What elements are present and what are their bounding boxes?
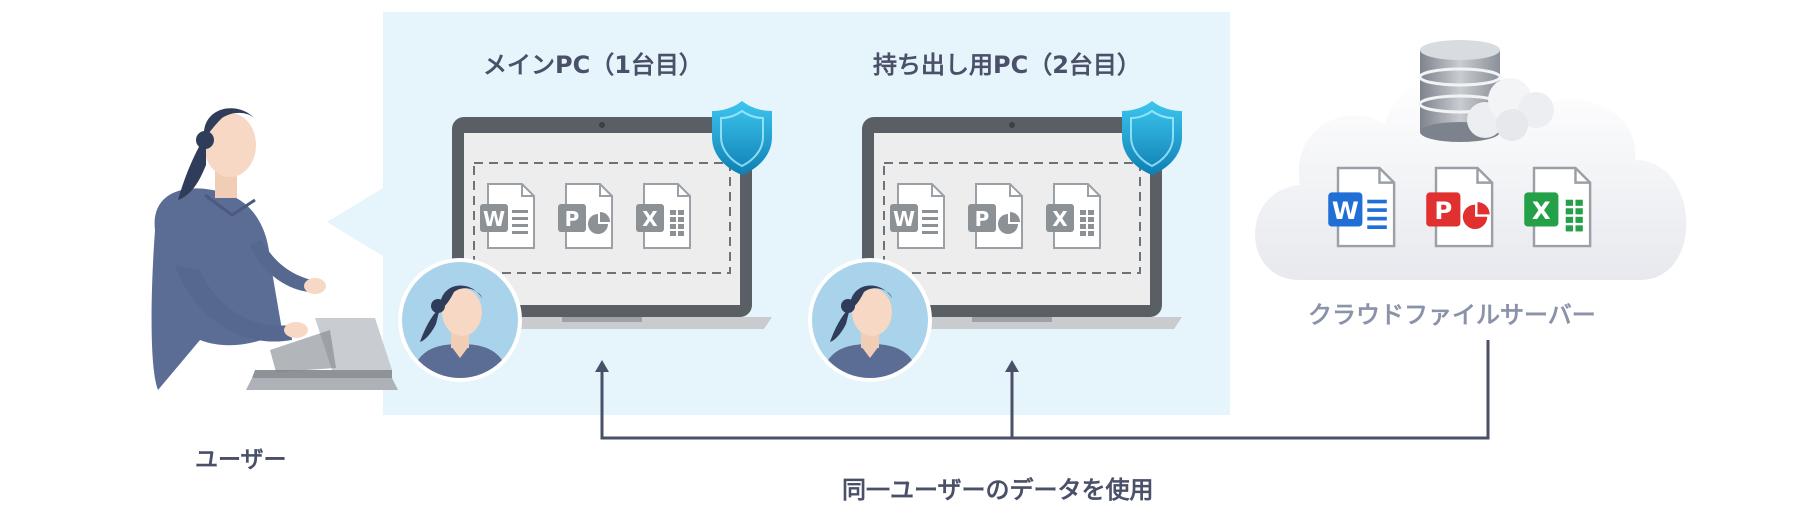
excel-file-icon: X <box>636 183 691 249</box>
file-letter: W <box>483 207 505 231</box>
word-file-icon: W <box>480 183 535 249</box>
connector-lines <box>600 340 1490 440</box>
cloud-label: クラウドファイルサーバー <box>1308 301 1596 329</box>
powerpoint-file-icon: P <box>968 183 1023 249</box>
file-letter: P <box>975 207 990 231</box>
portable-pc-user-avatar <box>810 260 930 382</box>
file-letter: P <box>565 207 580 231</box>
file-letter: W <box>893 207 915 231</box>
main-pc-user-avatar <box>400 260 520 382</box>
word-file-icon: W <box>890 183 945 249</box>
file-letter: X <box>1052 207 1068 231</box>
powerpoint-file-icon: P <box>1426 166 1494 248</box>
excel-file-icon: X <box>1046 183 1101 249</box>
connector-label: 同一ユーザーのデータを使用 <box>842 476 1154 504</box>
file-letter: P <box>1434 196 1452 225</box>
arrow-up-icon <box>595 360 609 372</box>
excel-file-icon: X <box>1524 166 1592 248</box>
file-letter: W <box>1332 196 1359 225</box>
user-label: ユーザー <box>195 447 287 473</box>
file-letter: X <box>1532 196 1551 225</box>
powerpoint-file-icon: P <box>558 183 613 249</box>
portable-pc-title: 持ち出し用PC（2台目） <box>873 51 1141 79</box>
file-letter: X <box>642 207 658 231</box>
small-cloud-icon <box>1467 78 1554 141</box>
user-at-laptop-icon <box>151 108 398 390</box>
arrow-up-icon <box>1005 360 1019 372</box>
main-pc-title: メインPC（1台目） <box>483 51 703 79</box>
panel-pointer <box>327 188 383 256</box>
word-file-icon: W <box>1328 166 1396 248</box>
